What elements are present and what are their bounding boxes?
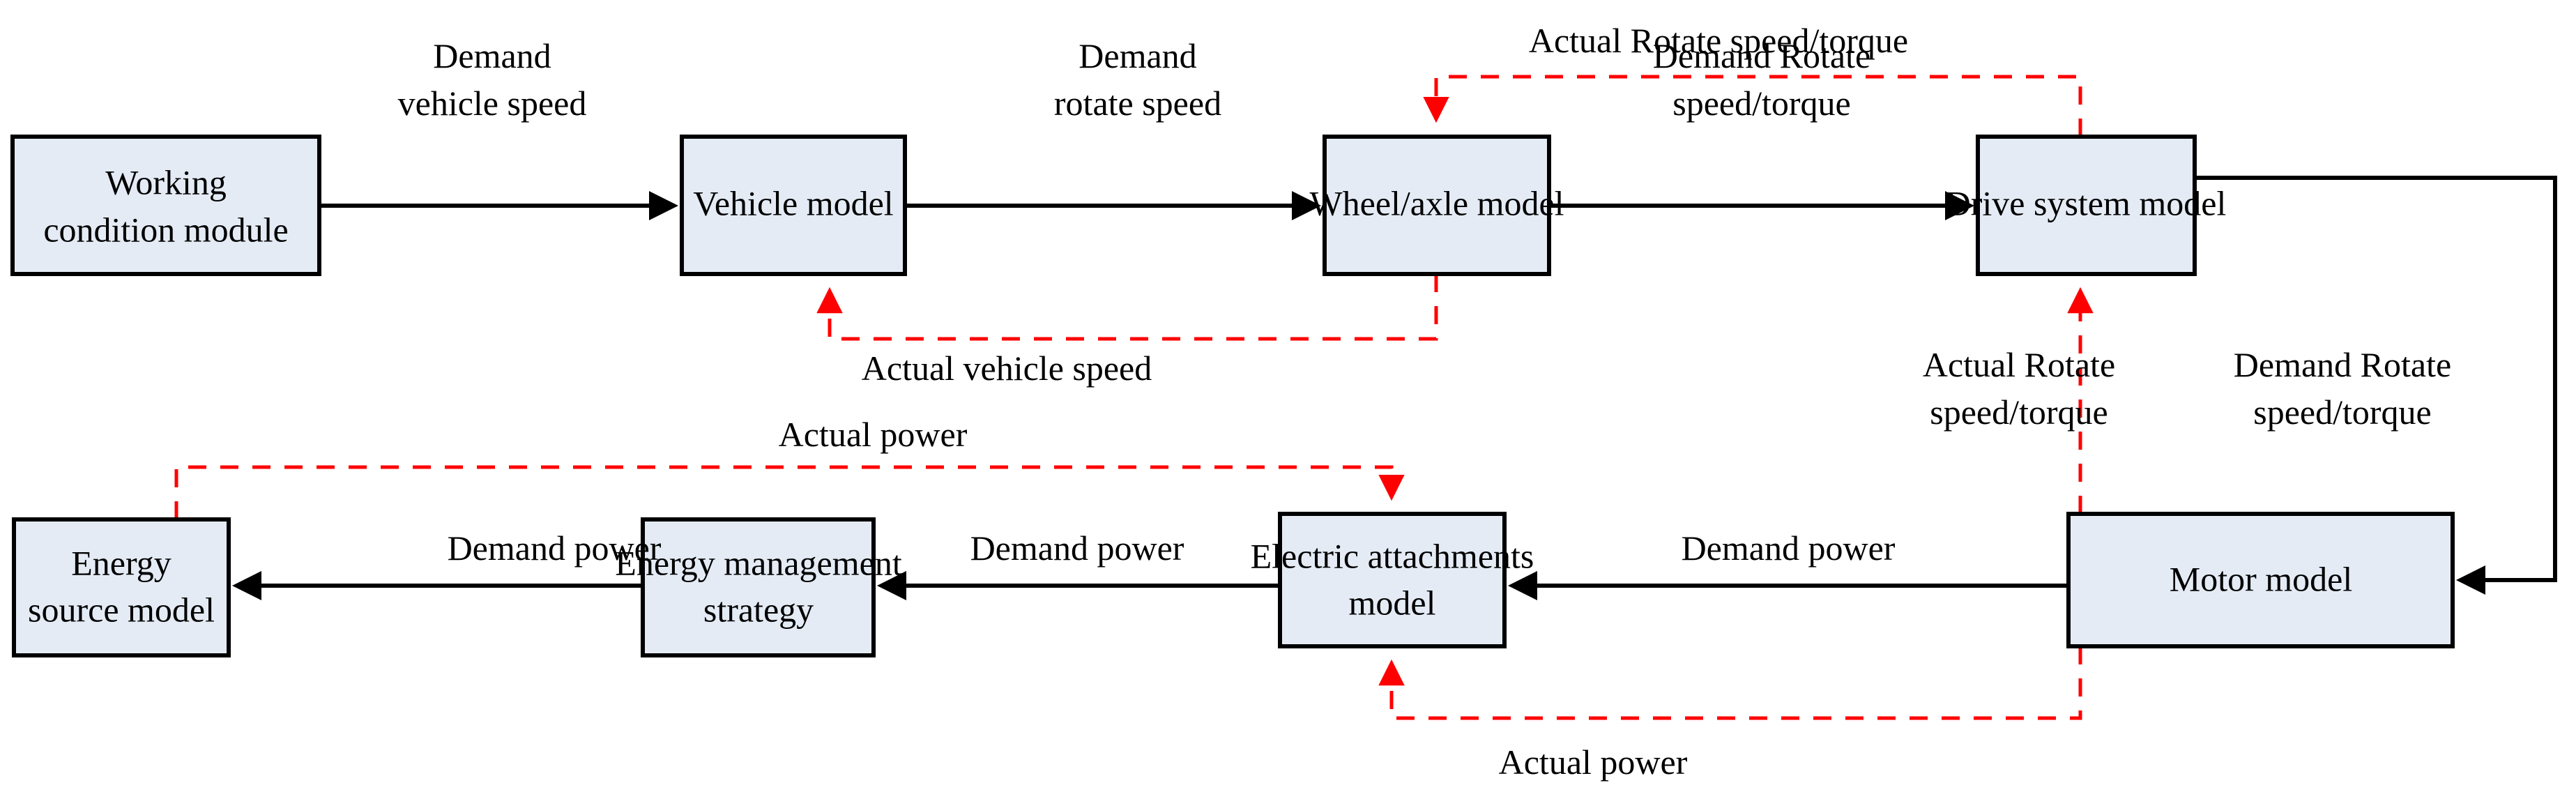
node-electric-attachments-model[interactable]: Electric attachments model	[1251, 512, 1534, 648]
node-motor-model[interactable]: Motor model	[2066, 512, 2455, 648]
flow-drive-to-motor	[2195, 176, 2557, 595]
node-rect-energy-source-model	[12, 517, 231, 657]
node-working-condition-module[interactable]: Working condition module	[10, 135, 321, 276]
edge-label-demand-rotate-speed-line2: rotate speed	[1054, 84, 1221, 123]
node-label-vehicle-model: Vehicle model	[693, 183, 893, 222]
node-wheel-axle-model[interactable]: Wheel/axle model	[1309, 135, 1564, 276]
node-label-wheel-axle-model: Wheel/axle model	[1309, 183, 1564, 222]
node-rect-electric-attachments-model	[1278, 512, 1507, 648]
edge-label-demand-vehicle-speed-line1: Demand	[433, 36, 551, 75]
node-rect-drive-system-model	[1976, 135, 2197, 276]
node-label-motor-model: Motor model	[2170, 559, 2352, 598]
node-label-working-condition-module-line2: condition module	[43, 210, 288, 249]
edge-label-actual-vehicle-speed: Actual vehicle speed	[862, 349, 1152, 388]
feedback-actual-power-bottom	[1378, 646, 2082, 720]
node-label-energy-source-model-line1: Energy	[71, 543, 171, 582]
node-drive-system-model[interactable]: Drive system model	[1946, 135, 2227, 276]
node-label-energy-source-model-line2: source model	[28, 590, 215, 629]
edge-label-actual-power-bottom: Actual power	[1499, 743, 1688, 782]
node-label-working-condition-module-line1: Working	[105, 162, 227, 201]
node-label-energy-management-strategy-line2: strategy	[703, 590, 814, 629]
node-energy-management-strategy[interactable]: Energy management strategy	[615, 517, 902, 657]
edge-label-actual-rotate-speed-torque-right-line2: speed/torque	[1930, 393, 2108, 432]
feedback-actual-vehicle-speed	[816, 274, 1438, 341]
node-label-energy-management-strategy-line1: Energy management	[615, 543, 902, 582]
edge-label-demand-power-1: Demand power	[448, 528, 662, 568]
node-rect-motor-model	[2066, 512, 2455, 648]
edge-label-actual-rotate-speed-torque-right-line1: Actual Rotate	[1923, 345, 2115, 384]
edge-label-demand-power-2: Demand power	[970, 528, 1184, 568]
edge-label-actual-power-top: Actual power	[779, 415, 968, 454]
edge-label-demand-rotate-speed-torque-right-line2: speed/torque	[2253, 393, 2431, 432]
edge-label-demand-rotate-speed-torque-top-line1: Demand Rotate	[1653, 36, 1870, 75]
node-label-electric-attachments-model-line1: Electric attachments	[1251, 536, 1534, 575]
edge-label-demand-rotate-speed-torque-right-line1: Demand Rotate	[2234, 345, 2451, 384]
edge-label-demand-rotate-speed-torque-top-line2: speed/torque	[1672, 84, 1850, 123]
node-energy-source-model[interactable]: Energy source model	[12, 517, 231, 657]
node-rect-vehicle-model	[680, 135, 907, 276]
node-rect-working-condition-module	[10, 135, 321, 276]
edge-label-demand-power-3: Demand power	[1682, 528, 1896, 568]
edge-label-demand-rotate-speed-line1: Demand	[1079, 36, 1196, 75]
node-label-drive-system-model: Drive system model	[1946, 183, 2227, 222]
node-vehicle-model[interactable]: Vehicle model	[680, 135, 907, 276]
node-label-electric-attachments-model-line2: model	[1349, 583, 1436, 622]
edge-label-actual-rotate-speed-torque-top: Actual Rotate speed/torque	[1529, 21, 1908, 60]
edge-label-demand-vehicle-speed-line2: vehicle speed	[398, 84, 587, 123]
node-rect-energy-management-strategy	[641, 517, 876, 657]
node-rect-wheel-axle-model	[1323, 135, 1551, 276]
feedback-actual-power-top	[174, 465, 1405, 519]
